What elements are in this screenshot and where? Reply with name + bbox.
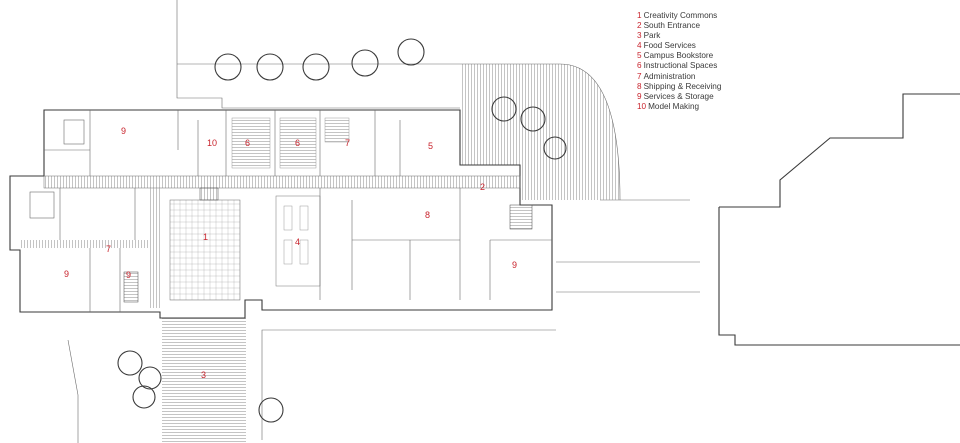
- legend-label: South Entrance: [643, 21, 701, 31]
- room-label: 7: [345, 138, 350, 148]
- room-label: 7: [106, 244, 111, 254]
- legend-number: 10: [637, 101, 647, 111]
- room-labels: 1 2 3 4 5 6 6 7 7 8 9 9 9 9 10: [64, 126, 517, 380]
- legend-number: 2: [637, 21, 642, 31]
- tree: [132, 385, 156, 409]
- legend-label: Instructional Spaces: [643, 61, 718, 71]
- tree: [351, 49, 379, 77]
- room-label: 9: [512, 260, 517, 270]
- legend-label: Shipping & Receiving: [643, 81, 722, 91]
- legend-number: 8: [637, 81, 642, 91]
- park-hatch: [162, 318, 246, 443]
- legend-number: 6: [637, 61, 642, 71]
- tree: [258, 397, 284, 423]
- tree: [543, 136, 567, 160]
- site-context: [67, 0, 960, 443]
- room-label: 5: [428, 141, 433, 151]
- legend-label: Administration: [643, 71, 696, 81]
- tree: [520, 106, 546, 132]
- room-label: 3: [201, 370, 206, 380]
- building: [9, 109, 553, 319]
- legend-label: Food Services: [643, 41, 696, 51]
- tree: [138, 366, 162, 390]
- room-label: 9: [126, 270, 131, 280]
- room-label: 9: [64, 269, 69, 279]
- tree: [302, 53, 330, 81]
- legend-number: 3: [637, 31, 642, 41]
- legend-number: 9: [637, 91, 642, 101]
- room-label: 6: [295, 138, 300, 148]
- tree: [256, 53, 284, 81]
- tree: [397, 38, 425, 66]
- tree: [491, 96, 517, 122]
- legend-label: Park: [643, 31, 661, 41]
- room-label: 10: [207, 138, 217, 148]
- legend-number: 4: [637, 41, 642, 51]
- legend-number: 5: [637, 51, 642, 61]
- room-label: 4: [295, 237, 300, 247]
- legend-label: Creativity Commons: [643, 11, 718, 20]
- legend-label: Campus Bookstore: [643, 51, 714, 61]
- room-label: 8: [425, 210, 430, 220]
- room-label: 9: [121, 126, 126, 136]
- adjacent-building: [718, 93, 960, 346]
- legend-number: 7: [637, 71, 642, 81]
- tree: [117, 350, 143, 376]
- trees: [117, 38, 567, 423]
- legend-label: Services & Storage: [643, 91, 714, 101]
- room-label: 6: [245, 138, 250, 148]
- room-label: 2: [480, 182, 485, 192]
- legend-label: Model Making: [648, 101, 700, 111]
- room-label: 1: [203, 232, 208, 242]
- legend-number: 1: [637, 11, 642, 20]
- tree: [214, 53, 242, 81]
